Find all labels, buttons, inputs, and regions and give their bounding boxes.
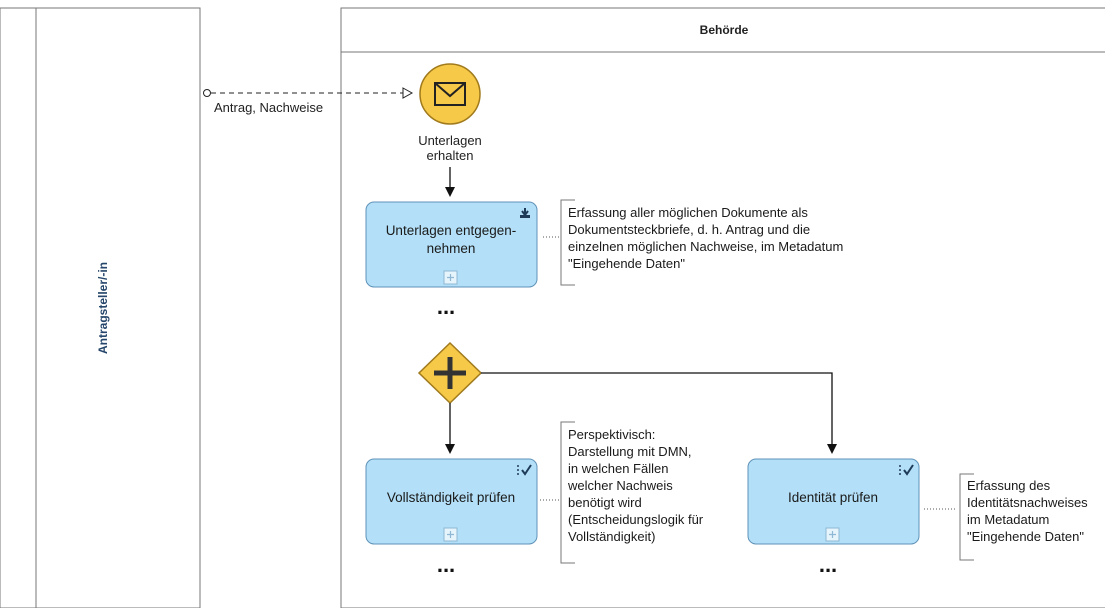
sequence-flow-gateway-to-identity[interactable] <box>481 372 837 454</box>
pool-applicant[interactable]: Antragsteller/-in <box>0 7 201 608</box>
annotation-completeness-line5: benötigt wird <box>568 495 642 510</box>
task-identity-label: Identität prüfen <box>788 490 878 505</box>
annotation-identity-line1: Erfassung des <box>967 478 1051 493</box>
plus-icon <box>434 357 466 389</box>
annotation-receive-line3: einzelnen möglichen Nachweise, im Metada… <box>568 239 843 254</box>
annotation-receive-line2: Dokumentsteckbriefe, d. h. Antrag und di… <box>568 222 810 237</box>
lane-title-applicant: Antragsteller/-in <box>96 262 110 354</box>
expand-icon[interactable] <box>443 270 458 285</box>
ellipsis-after-identity: ... <box>819 552 837 577</box>
expand-icon[interactable] <box>825 527 840 542</box>
annotation-completeness-line2: Darstellung mit DMN, <box>568 444 692 459</box>
task-receive-label-line2: nehmen <box>427 241 476 256</box>
checklist-icon <box>899 464 914 476</box>
annotation-completeness-line4: welcher Nachweis <box>567 478 673 493</box>
task-completeness-label: Vollständigkeit prüfen <box>387 490 515 505</box>
task-check-completeness[interactable]: Vollständigkeit prüfen <box>365 458 538 545</box>
annotation-identity-line2: Identitätsnachweises <box>967 495 1088 510</box>
start-event-label-line2: erhalten <box>427 148 474 163</box>
download-icon <box>520 208 530 218</box>
expand-icon[interactable] <box>443 527 458 542</box>
annotation-identity-line4: "Eingehende Daten" <box>967 529 1084 544</box>
annotation-completeness-line1: Perspektivisch: <box>568 427 655 442</box>
annotation-identity-line3: im Metadatum <box>967 512 1049 527</box>
message-flow-label: Antrag, Nachweise <box>214 100 323 115</box>
annotation-receive: Erfassung aller möglichen Dokumente als … <box>543 199 843 286</box>
annotation-completeness-line6: (Entscheidungslogik für <box>568 512 704 527</box>
annotation-identity: Erfassung des Identitätsnachweises im Me… <box>924 473 1088 561</box>
annotation-completeness-line7: Vollständigkeit) <box>568 529 655 544</box>
annotation-completeness-line3: in welchen Fällen <box>568 461 668 476</box>
task-receive-label-line1: Unterlagen entgegen- <box>386 223 517 238</box>
envelope-icon <box>434 82 466 106</box>
message-flow[interactable]: Antrag, Nachweise <box>203 87 414 116</box>
start-event[interactable]: Unterlagen erhalten <box>418 63 482 163</box>
start-event-label-line1: Unterlagen <box>418 133 482 148</box>
annotation-completeness: Perspektivisch: Darstellung mit DMN, in … <box>540 421 704 564</box>
annotation-receive-line4: "Eingehende Daten" <box>568 256 685 271</box>
task-check-identity[interactable]: Identität prüfen <box>747 458 920 545</box>
annotation-receive-line1: Erfassung aller möglichen Dokumente als <box>568 205 808 220</box>
ellipsis-after-completeness: ... <box>437 552 455 577</box>
task-receive-documents[interactable]: Unterlagen entgegen- nehmen <box>365 201 538 288</box>
ellipsis-after-receive: ... <box>437 294 455 319</box>
checklist-icon <box>517 464 532 476</box>
lane-title-authority: Behörde <box>700 23 749 37</box>
